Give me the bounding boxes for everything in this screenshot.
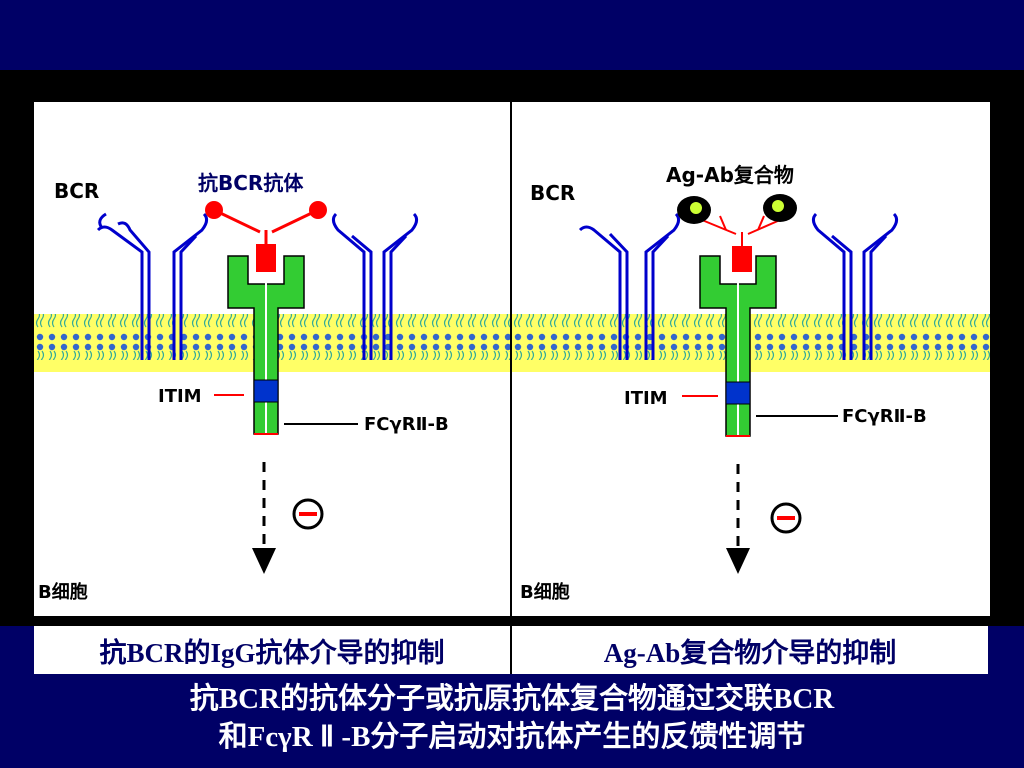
- bcr-receptor: [96, 212, 151, 360]
- fcr-label: FCγRⅡ-B: [842, 406, 927, 427]
- right-caption: Ag-Ab复合物介导的抑制: [512, 626, 988, 674]
- fcgr2b-receptor: [227, 255, 305, 435]
- fcgr2b-receptor: [699, 255, 777, 437]
- ag-ab-complex: [677, 194, 797, 272]
- left-caption: 抗BCR的IgG抗体介导的抑制: [34, 626, 510, 674]
- bcr-label: BCR: [530, 181, 575, 205]
- summary-line-1: 抗BCR的抗体分子或抗原抗体复合物通过交联BCR: [189, 683, 835, 715]
- summary-text: 抗BCR的抗体分子或抗原抗体复合物通过交联BCR 和FcγR Ⅱ -B分子启动对…: [0, 680, 1024, 756]
- panel-divider: [510, 102, 512, 674]
- bcr-receptor: [382, 212, 419, 360]
- title-band: [0, 0, 1024, 70]
- itim-label: ITIM: [624, 388, 668, 409]
- minus-circle-icon: [770, 502, 802, 534]
- anti-bcr-antibody: [205, 201, 327, 272]
- bcr-receptor: [172, 212, 209, 360]
- cell-membrane: [512, 314, 990, 372]
- bcr-receptor: [331, 212, 373, 360]
- itim-label: ITIM: [158, 386, 202, 407]
- left-diagram: BCR 抗BCR抗体 ITIM FCγRⅡ-B B细胞: [34, 171, 512, 603]
- bcr-receptor: [811, 212, 853, 360]
- bcr-receptor: [578, 225, 629, 360]
- dashed-down-arrow-icon: [726, 464, 750, 574]
- bcr-receptor: [862, 212, 899, 360]
- left-panel: BCR 抗BCR抗体 ITIM FCγRⅡ-B B细胞: [34, 102, 512, 616]
- minus-circle-icon: [292, 498, 324, 530]
- right-diagram: BCR Ag-Ab复合物 ITIM FCγRⅡ-B B细胞: [512, 163, 990, 603]
- summary-line-2: 和FcγR Ⅱ -B分子启动对抗体产生的反馈性调节: [218, 721, 806, 753]
- cell-label: B细胞: [38, 581, 88, 603]
- bcr-label: BCR: [54, 179, 99, 203]
- dashed-down-arrow-icon: [252, 462, 276, 574]
- complex-label: Ag-Ab复合物: [666, 163, 794, 187]
- cell-label: B细胞: [520, 581, 570, 603]
- antibody-label: 抗BCR抗体: [198, 171, 304, 195]
- fcr-label: FCγRⅡ-B: [364, 414, 449, 435]
- right-panel: BCR Ag-Ab复合物 ITIM FCγRⅡ-B B细胞: [512, 102, 990, 616]
- bcr-receptor: [644, 212, 681, 360]
